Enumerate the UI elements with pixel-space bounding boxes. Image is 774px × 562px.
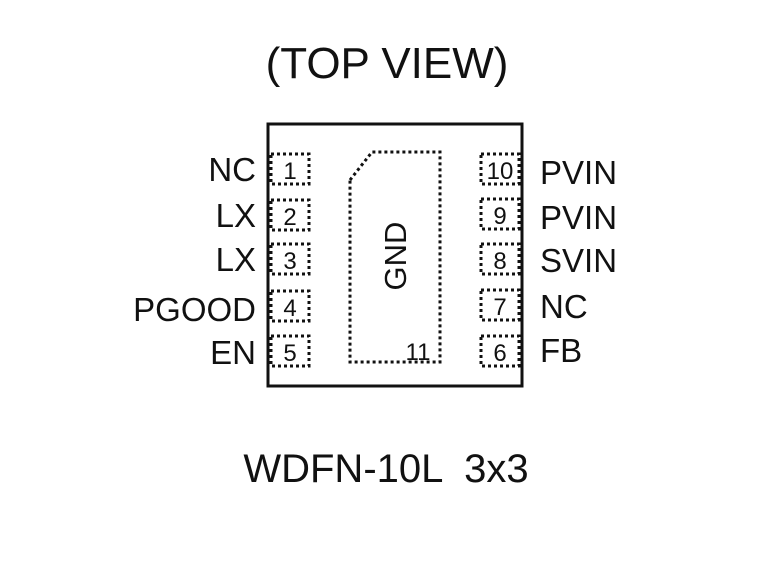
pin-number: 2 (283, 204, 296, 231)
pin-name: PVIN (540, 199, 617, 236)
pin-pad (269, 289, 311, 323)
pin-name: NC (540, 288, 588, 325)
pin-pad (269, 198, 311, 232)
pin-pad (479, 242, 521, 276)
pin-pad (269, 242, 311, 276)
pin-number: 6 (493, 340, 506, 367)
pin-number: 3 (283, 248, 296, 275)
package-name: WDFN-10L 3x3 (243, 447, 528, 491)
pin-pad (479, 152, 521, 186)
pin-name: SVIN (540, 242, 617, 279)
pin-number: 4 (283, 295, 296, 322)
pin-number: 5 (283, 340, 296, 367)
right-pin-7: 7 NC (479, 288, 588, 325)
pin-name: LX (216, 241, 256, 278)
package-body (266, 122, 524, 388)
left-pin-1: 1 NC (208, 151, 311, 188)
exposed-pad-number: 11 (406, 339, 431, 366)
pin-name: EN (210, 334, 256, 371)
pin-pad (269, 152, 311, 186)
pin-number: 10 (487, 158, 514, 185)
left-pin-4: 4 PGOOD (133, 289, 311, 328)
left-pin-3: 3 LX (216, 241, 311, 278)
pin-number: 7 (493, 294, 506, 321)
right-pin-10: 10 PVIN (479, 152, 617, 191)
right-pin-9: 9 PVIN (479, 197, 617, 236)
pin-name: PVIN (540, 154, 617, 191)
left-pin-5: 5 EN (210, 334, 311, 371)
pin-number: 9 (493, 203, 506, 230)
pin-pad (479, 334, 521, 368)
left-pin-2: 2 LX (216, 197, 311, 234)
diagram-title: (TOP VIEW) (266, 39, 509, 88)
right-pin-8: 8 SVIN (479, 242, 617, 279)
pin-name: PGOOD (133, 291, 256, 328)
pin-number: 8 (493, 248, 506, 275)
pin-pad (479, 197, 521, 231)
exposed-pad-name: GND (378, 222, 413, 291)
pin-name: NC (208, 151, 256, 188)
pin-pad (479, 288, 521, 322)
right-pin-6: 6 FB (479, 332, 582, 369)
pin-name: LX (216, 197, 256, 234)
pin-number: 1 (283, 158, 296, 185)
pin-name: FB (540, 332, 582, 369)
pin-pad (269, 334, 311, 368)
exposed-pad (348, 150, 442, 364)
